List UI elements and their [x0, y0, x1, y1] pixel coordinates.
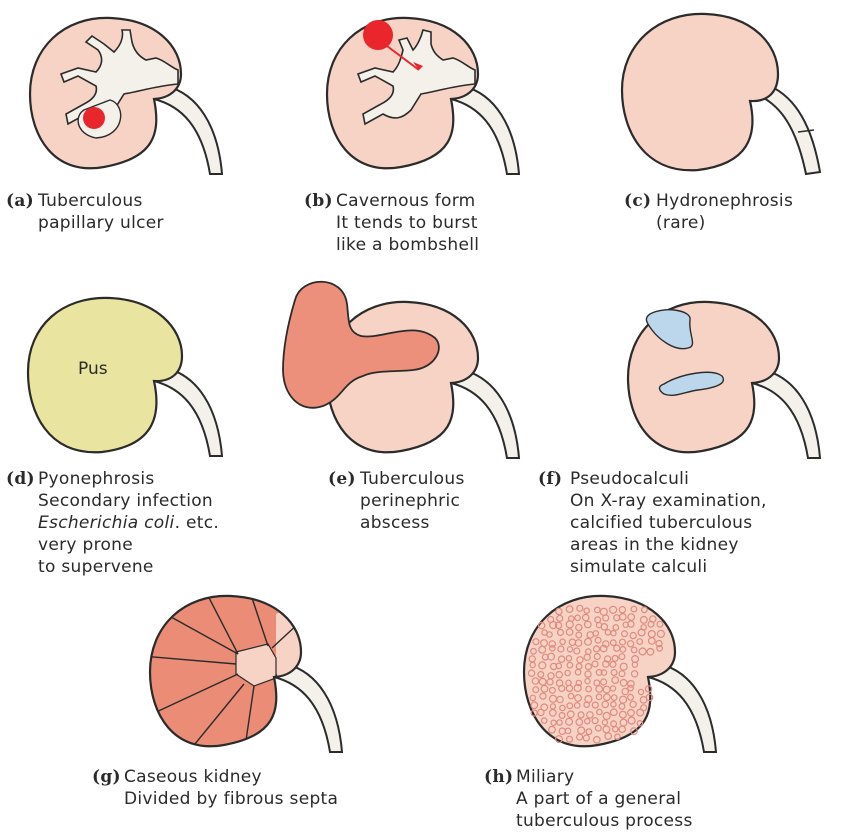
- caption-e: (e) Tuberculous perinephric abscess: [328, 468, 465, 534]
- caption-line: to supervene: [38, 556, 219, 578]
- caption-line: calcified tuberculous: [570, 512, 767, 534]
- caption-letter: (g): [92, 766, 124, 810]
- caption-line: Hydronephrosis: [656, 190, 793, 212]
- caption-line: areas in the kidney: [570, 534, 767, 556]
- pus-label: Pus: [78, 359, 108, 379]
- caption-line: papillary ulcer: [38, 212, 164, 234]
- caption-letter: (d): [6, 468, 38, 578]
- caption-line: It tends to burst: [336, 212, 479, 234]
- caption-letter: (c): [624, 190, 656, 234]
- caption-line: On X-ray examination,: [570, 490, 767, 512]
- caption-g: (g) Caseous kidney Divided by fibrous se…: [92, 766, 338, 810]
- caption-line: Caseous kidney: [124, 766, 338, 788]
- caption-line: Pyonephrosis: [38, 468, 219, 490]
- kidney-a: [30, 18, 222, 174]
- caption-italic: Escherichia coli: [38, 513, 175, 533]
- caption-line: Tuberculous: [38, 190, 164, 212]
- caption-line: like a bombshell: [336, 234, 479, 256]
- caption-letter: (e): [328, 468, 360, 534]
- caption-letter: (a): [6, 190, 38, 234]
- caption-h: (h) Miliary A part of a general tubercul…: [484, 766, 693, 832]
- caption-italic-tail: . etc.: [175, 513, 219, 533]
- caption-line: Pseudocalculi: [570, 468, 767, 490]
- caption-line: Cavernous form: [336, 190, 479, 212]
- kidney-d: Pus: [28, 298, 222, 456]
- caption-line: simulate calculi: [570, 556, 767, 578]
- caption-letter: (b): [304, 190, 336, 256]
- kidney-g: [142, 592, 342, 754]
- kidney-c: [622, 14, 820, 174]
- caption-d: (d) Pyonephrosis Secondary infection Esc…: [6, 468, 219, 578]
- kidney-h: [524, 596, 716, 752]
- caption-line: tuberculous process: [516, 810, 693, 832]
- kidney-b: [327, 18, 519, 174]
- caption-line: very prone: [38, 534, 219, 556]
- caption-line: perinephric: [360, 490, 465, 512]
- kidney-e: [283, 282, 519, 458]
- caption-line: Divided by fibrous septa: [124, 788, 338, 810]
- caption-a: (a) Tuberculous papillary ulcer: [6, 190, 164, 234]
- caption-line: Tuberculous: [360, 468, 465, 490]
- caption-b: (b) Cavernous form It tends to burst lik…: [304, 190, 479, 256]
- caption-line: Miliary: [516, 766, 693, 788]
- caption-line: abscess: [360, 512, 465, 534]
- caption-line: Escherichia coli. etc.: [38, 512, 219, 534]
- caption-line: A part of a general: [516, 788, 693, 810]
- caption-letter: (f): [538, 468, 570, 578]
- kidney-f: [628, 302, 820, 458]
- caption-line: (rare): [656, 212, 793, 234]
- caption-c: (c) Hydronephrosis (rare): [624, 190, 793, 234]
- caption-line: Secondary infection: [38, 490, 219, 512]
- caption-letter: (h): [484, 766, 516, 832]
- caption-f: (f) Pseudocalculi On X-ray examination, …: [538, 468, 767, 578]
